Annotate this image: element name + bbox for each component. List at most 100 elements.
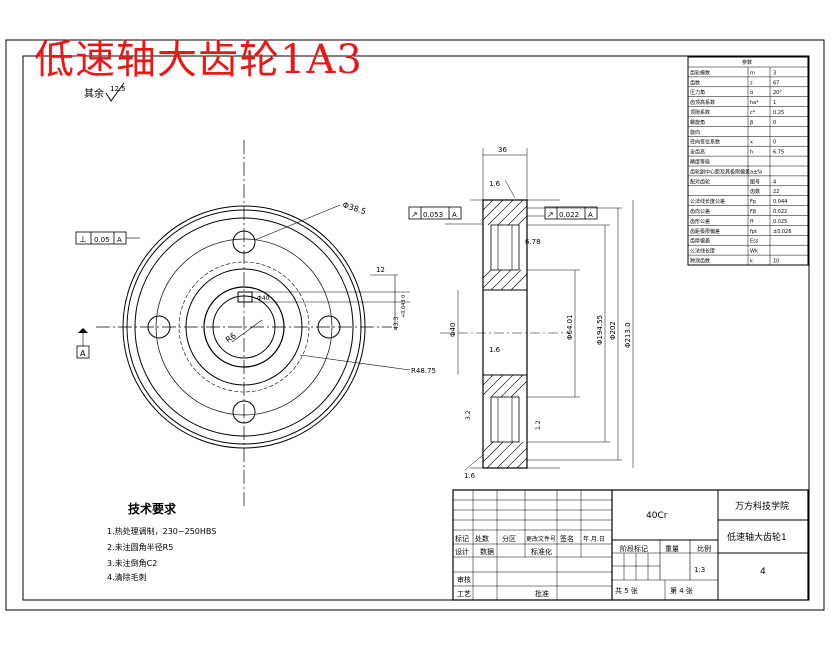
svg-text:Φ202: Φ202 <box>609 321 617 340</box>
svg-text:工艺: 工艺 <box>457 590 471 598</box>
param-value: 4 <box>773 179 776 185</box>
param-value: 67 <box>773 80 779 86</box>
param-symbol: 图号 <box>750 179 760 185</box>
svg-text:+0.043 0: +0.043 0 <box>401 295 407 318</box>
param-value: 10 <box>773 259 779 265</box>
svg-text:1.2: 1.2 <box>535 420 542 430</box>
svg-text:更改文件号: 更改文件号 <box>526 535 556 543</box>
perpendicularity-frame: ⊥ 0.05 A <box>75 231 140 245</box>
section-view <box>440 148 634 471</box>
svg-text:↗: ↗ <box>547 210 554 219</box>
param-name: 顶隙系数 <box>690 109 710 116</box>
hatch-bottom <box>482 441 528 469</box>
param-value: 1 <box>773 100 776 106</box>
param-name: 公法线长度公差 <box>690 198 725 205</box>
svg-text:比例: 比例 <box>697 544 711 553</box>
front-view <box>96 140 411 508</box>
svg-text:A: A <box>588 211 593 219</box>
param-value: 0.022 <box>773 209 787 215</box>
svg-text:参数: 参数 <box>742 59 752 66</box>
param-name: 齿向公差 <box>690 208 710 215</box>
param-value: 3 <box>773 70 776 76</box>
hatch-lower-hub <box>482 374 528 398</box>
param-symbol: Fp <box>750 199 756 205</box>
svg-text:审核: 审核 <box>457 575 471 584</box>
svg-text:0.022: 0.022 <box>559 211 579 219</box>
param-name: 齿顶高系数 <box>690 99 715 106</box>
param-value: 6.75 <box>773 150 784 156</box>
svg-text:6.78: 6.78 <box>525 238 541 246</box>
svg-text:签名: 签名 <box>560 534 574 543</box>
param-symbol: z <box>750 80 753 86</box>
param-symbol: c* <box>750 110 756 116</box>
svg-text:12.5: 12.5 <box>110 85 126 93</box>
param-name: 精度等级 <box>690 159 710 166</box>
param-name: 配对齿轮 <box>690 178 710 185</box>
svg-text:阶段标记: 阶段标记 <box>620 544 648 553</box>
svg-text:重量: 重量 <box>665 545 679 553</box>
svg-text:Φ38.5: Φ38.5 <box>341 200 367 216</box>
param-symbol: a±fa <box>750 169 762 175</box>
param-symbol: fpt <box>750 229 757 235</box>
svg-text:低速轴大齿轮1: 低速轴大齿轮1 <box>727 531 787 543</box>
hatch-upper-hub <box>482 269 528 291</box>
runout-frame-left: ↗ 0.053 A <box>408 206 462 220</box>
svg-text:万方科技学院: 万方科技学院 <box>735 500 789 512</box>
svg-text:43.3: 43.3 <box>393 316 400 330</box>
title-block-grid <box>453 490 612 600</box>
svg-text:A: A <box>80 349 86 358</box>
svg-text:↗: ↗ <box>411 210 418 219</box>
datum-a-marker: A <box>76 328 90 359</box>
svg-text:0.053: 0.053 <box>423 211 443 219</box>
param-name: 螺旋角 <box>690 119 705 126</box>
svg-text:数据: 数据 <box>480 547 494 556</box>
svg-text:年.月.日: 年.月.日 <box>583 535 605 543</box>
param-symbol: k <box>750 259 753 265</box>
svg-text:Φ213.0: Φ213.0 <box>624 322 632 348</box>
svg-text:Φ40: Φ40 <box>257 295 270 302</box>
svg-text:A: A <box>117 236 122 244</box>
tech-note-item: 2.未注圆角半径R5 <box>107 543 174 552</box>
param-row: 齿轮模数 m 3 <box>688 67 808 78</box>
section-view-dimensions: 36 1.6 6.78 1.6 1.6 Φ40 Φ64.01 Φ194.55 Φ… <box>449 146 632 480</box>
svg-text:1.6: 1.6 <box>464 472 476 480</box>
param-name: 齿距极限偏差 <box>690 228 720 235</box>
param-value: 0.025 <box>773 219 787 225</box>
svg-text:12: 12 <box>376 266 385 274</box>
surface-roughness-rest: 其余 12.5 <box>84 82 126 102</box>
param-symbol: m <box>750 70 755 76</box>
param-name: 齿轮模数 <box>690 69 710 76</box>
svg-text:分区: 分区 <box>502 534 516 543</box>
tech-note-item: 4.清除毛刺 <box>107 573 147 582</box>
inner-frame <box>22 55 810 601</box>
param-row: 配对齿轮 图号 4 <box>688 175 808 187</box>
param-name: 跨测齿数 <box>690 258 710 265</box>
front-view-dimensions: Φ38.5 R6 Φ40 12 R48.75 43.3 +0.043 0 <box>224 200 436 375</box>
svg-text:1.6: 1.6 <box>489 346 501 354</box>
svg-text:Φ40: Φ40 <box>449 323 457 337</box>
param-name: 齿厚偏差 <box>690 238 710 245</box>
param-value: 22 <box>773 189 779 195</box>
svg-text:设计: 设计 <box>455 547 469 556</box>
svg-text:其余: 其余 <box>84 87 104 100</box>
svg-text:A: A <box>452 211 457 219</box>
param-symbol: x <box>750 140 753 146</box>
svg-text:1.6: 1.6 <box>489 180 501 188</box>
param-name: 齿轮副中心距及其极限偏差 <box>690 168 750 175</box>
svg-text:Φ64.01: Φ64.01 <box>566 314 574 340</box>
svg-text:共 5 张: 共 5 张 <box>615 586 638 595</box>
param-value: 0 <box>773 140 776 146</box>
